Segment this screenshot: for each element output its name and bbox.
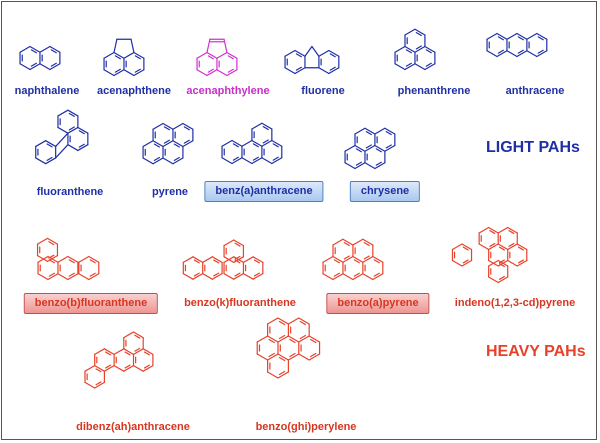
benz-a-anthracene-structure (221, 122, 283, 165)
label-benzo-ghi-perylene: benzo(ghi)perylene (255, 421, 357, 433)
phenanthrene-structure (394, 28, 436, 71)
label-benzo-a-pyrene: benzo(a)pyrene (326, 293, 430, 314)
benzo-ghi-perylene-structure (256, 317, 321, 379)
benzo-a-pyrene-structure (322, 238, 384, 281)
label-pyrene: pyrene (151, 186, 189, 198)
label-naphthalene: naphthalene (14, 85, 80, 97)
label-anthracene: anthracene (505, 85, 565, 97)
label-chrysene: chrysene (349, 181, 421, 202)
label-fluorene: fluorene (301, 85, 345, 97)
naphthalene-structure (19, 45, 61, 71)
label-benz-a-anthracene: benz(a)anthracene (204, 181, 324, 202)
label-benzo-b-fluoranthene: benzo(b)fluoranthene (23, 293, 159, 314)
label-fluoranthene: fluoranthene (36, 186, 104, 198)
heavy-pahs-title: HEAVY PAHs (486, 343, 586, 360)
indeno-pyrene-structure (451, 226, 528, 284)
chrysene-structure (344, 127, 396, 170)
fluoranthene-structure (35, 109, 89, 165)
benzo-b-fluoranthene-structure (36, 237, 100, 281)
pyrene-structure (142, 122, 194, 165)
acenaphthylene-structure (196, 38, 238, 77)
benzo-k-fluoranthene-structure (182, 239, 264, 280)
anthracene-structure (486, 32, 548, 58)
fluorene-structure (284, 45, 340, 75)
label-phenanthrene: phenanthrene (397, 85, 471, 97)
label-dibenz-ah-anthracene: dibenz(ah)anthracene (76, 421, 190, 433)
acenaphthene-structure (103, 38, 145, 77)
dibenz-ah-anthracene-structure (84, 331, 154, 389)
label-benzo-k-fluoranthene: benzo(k)fluoranthene (184, 297, 296, 309)
label-indeno-pyrene: indeno(1,2,3-cd)pyrene (454, 297, 576, 309)
label-acenaphthylene: acenaphthylene (186, 85, 270, 97)
light-pahs-title: LIGHT PAHs (486, 139, 580, 156)
label-acenaphthene: acenaphthene (97, 85, 171, 97)
